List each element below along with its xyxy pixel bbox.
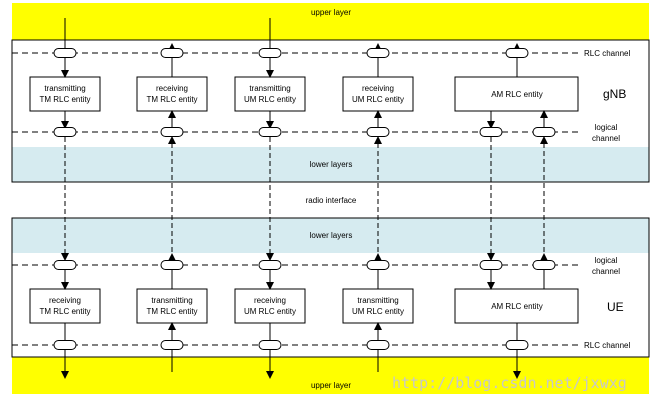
- gnb-entity-line1-1: receiving: [156, 84, 188, 93]
- rlc-channel-label-top: RLC channel: [584, 49, 630, 58]
- radio-interface-label: radio interface: [306, 196, 357, 205]
- gnb-rlc-channel-oval-2: [258, 48, 282, 58]
- lower-layers-label-bottom: lower layers: [310, 231, 353, 240]
- ue-entity-box-2: [234, 288, 306, 324]
- ue-entity-line1-0: receiving: [49, 296, 81, 305]
- ue-node-frame: [11, 217, 650, 358]
- lower-layers-label-top: lower layers: [310, 160, 353, 169]
- ue-rlc-channel-oval-1: [160, 340, 184, 350]
- gnb-entity-line1-0: transmitting: [44, 84, 85, 93]
- watermark-text: http://blog.csdn.net/jxwxg: [392, 374, 627, 392]
- gnb-entity-line1-3: receiving: [362, 84, 394, 93]
- lower-layers-band-ue: [12, 218, 649, 253]
- ue-entity-line1-2: receiving: [254, 296, 286, 305]
- gnb-node-frame: [11, 39, 650, 183]
- gnb-rlc-channel-oval-0: [53, 48, 77, 58]
- ue-am-rlc-channel-oval: [505, 340, 529, 350]
- ue-rlc-channel-oval-0: [53, 340, 77, 350]
- ue-am-logical-channel-oval-tx: [532, 260, 556, 270]
- ue-logical-channel-oval-1: [160, 260, 184, 270]
- lower-layers-band-gnb: [12, 147, 649, 182]
- upper-layer-band-top: [12, 3, 649, 40]
- ue-logical-channel-oval-3: [366, 260, 390, 270]
- gnb-am-logical-channel-oval-tx: [479, 127, 503, 137]
- gnb-entity-line2-1: TM RLC entity: [146, 95, 197, 104]
- gnb-am-logical-channel-oval-rx: [532, 127, 556, 137]
- gnb-rlc-channel-oval-1: [160, 48, 184, 58]
- gnb-entity-line2-3: UM RLC entity: [352, 95, 404, 104]
- gnb-logical-channel-oval-0: [53, 127, 77, 137]
- gnb-am-entity-label: AM RLC entity: [491, 90, 543, 99]
- ue-rlc-channel-oval-2: [258, 340, 282, 350]
- ue-entity-line2-3: UM RLC entity: [352, 307, 404, 316]
- gnb-entity-line2-0: TM RLC entity: [39, 95, 90, 104]
- ue-entity-line2-1: TM RLC entity: [146, 307, 197, 316]
- upper-layer-band-bottom: [12, 357, 649, 394]
- logical-channel-label-top-2: channel: [592, 134, 620, 143]
- gnb-entity-box-2: [234, 76, 306, 112]
- ue-entity-line1-1: transmitting: [151, 296, 192, 305]
- gnb-entity-line2-2: UM RLC entity: [244, 95, 296, 104]
- ue-entity-box-3: [342, 288, 414, 324]
- ue-entity-line2-2: UM RLC entity: [244, 307, 296, 316]
- gnb-label: gNB: [603, 87, 626, 101]
- gnb-entity-box-3: [342, 76, 414, 112]
- rlc-channel-label-bottom: RLC channel: [584, 341, 630, 350]
- gnb-logical-channel-oval-2: [258, 127, 282, 137]
- gnb-entity-box-0: [29, 76, 101, 112]
- gnb-entity-line1-2: transmitting: [249, 84, 290, 93]
- logical-channel-label-bottom-1: logical: [595, 256, 618, 265]
- gnb-rlc-channel-oval-3: [366, 48, 390, 58]
- logical-channel-label-bottom-2: channel: [592, 267, 620, 276]
- ue-entity-box-0: [29, 288, 101, 324]
- ue-am-logical-channel-oval-rx: [479, 260, 503, 270]
- upper-layer-label-top: upper layer: [311, 8, 351, 17]
- upper-layer-label-bottom: upper layer: [311, 381, 351, 390]
- ue-rlc-channel-oval-3: [366, 340, 390, 350]
- rlc-entities-layer: transmitting TM RLC entity receiving TM RLC…: [29, 18, 579, 379]
- ue-entity-line2-0: TM RLC entity: [39, 307, 90, 316]
- ue-label: UE: [607, 300, 624, 314]
- ue-entity-box-1: [136, 288, 208, 324]
- ue-entity-line1-3: transmitting: [357, 296, 398, 305]
- gnb-logical-channel-oval-1: [160, 127, 184, 137]
- ue-logical-channel-oval-2: [258, 260, 282, 270]
- gnb-am-rlc-channel-oval: [505, 48, 529, 58]
- ue-am-entity-label: AM RLC entity: [491, 302, 543, 311]
- logical-channel-label-top-1: logical: [595, 123, 618, 132]
- gnb-logical-channel-oval-3: [366, 127, 390, 137]
- ue-am-entity-box: [454, 288, 579, 324]
- gnb-entity-box-1: [136, 76, 208, 112]
- ue-logical-channel-oval-0: [53, 260, 77, 270]
